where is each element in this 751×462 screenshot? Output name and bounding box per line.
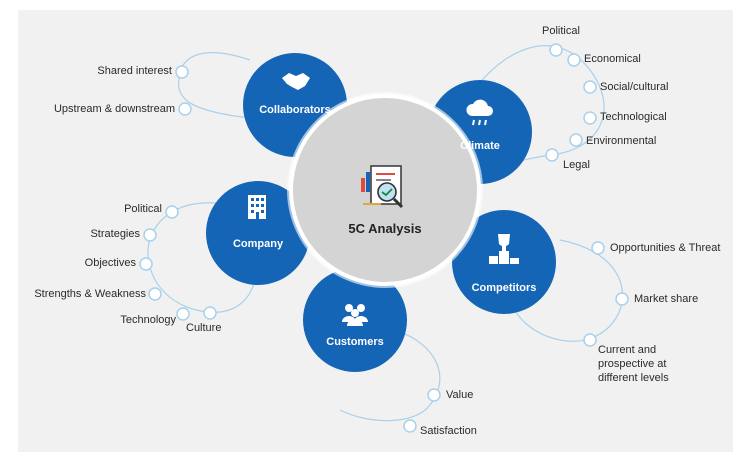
collaborators-label: Collaborators [259, 104, 331, 116]
company-item: Objectives [84, 257, 136, 269]
climate-label: Climate [460, 140, 500, 152]
climate-item: Social/cultural [600, 81, 669, 93]
company-item: Political [124, 203, 162, 215]
company-circle [206, 181, 310, 285]
cloud-rain-icon [466, 99, 493, 126]
trophy-podium-icon [489, 234, 519, 264]
company-item: Strategies [90, 228, 140, 240]
customers-orbit [339, 329, 441, 422]
company-label: Company [232, 238, 284, 250]
company-node-2 [143, 228, 157, 242]
competitors-item: Market share [634, 293, 699, 305]
competitors-node-1 [591, 241, 605, 255]
climate-orbit [469, 45, 605, 171]
customers-node-1 [427, 388, 441, 402]
company-item: Strengths & Weakness [34, 288, 146, 300]
climate-node-4 [583, 111, 597, 125]
users-icon [342, 304, 368, 326]
company-node-1 [165, 205, 179, 219]
center-title: 5C Analysis [348, 221, 422, 236]
collaborators-item: Shared interest [97, 65, 172, 77]
handshake-icon [282, 73, 310, 90]
competitors-orbit [514, 239, 624, 342]
climate-node-2 [567, 53, 581, 67]
competitors-node-2 [615, 292, 629, 306]
building-icon [248, 195, 266, 219]
customers-item: Value [446, 389, 474, 401]
customers-node-2 [403, 419, 417, 433]
customers-item: Satisfaction [420, 425, 477, 437]
climate-node-3 [583, 80, 597, 94]
company-node-4 [148, 287, 162, 301]
competitors-label: Competitors [471, 282, 537, 294]
climate-item: Technological [600, 111, 667, 123]
collab-node-2 [178, 102, 192, 116]
climate-node-6 [545, 148, 559, 162]
company-item: Technology [120, 314, 176, 326]
analysis-report-icon [361, 165, 404, 209]
competitors-node-3 [583, 333, 597, 347]
company-node-5 [176, 307, 190, 321]
climate-node-1 [549, 43, 563, 57]
collab-node-1 [175, 65, 189, 79]
competitors-item: Opportunities & Threat [610, 242, 721, 254]
climate-item: Environmental [586, 135, 657, 147]
climate-item: Political [542, 25, 580, 37]
company-node-3 [139, 257, 153, 271]
customers-label: Customers [326, 336, 384, 348]
climate-node-5 [569, 133, 583, 147]
company-item: Culture [186, 322, 222, 334]
competitors-item: Current and prospective at different lev… [598, 344, 669, 384]
climate-item: Legal [563, 159, 590, 171]
collaborators-item: Upstream & downstream [53, 103, 175, 115]
climate-item: Economical [584, 53, 641, 65]
company-node-6 [203, 306, 217, 320]
